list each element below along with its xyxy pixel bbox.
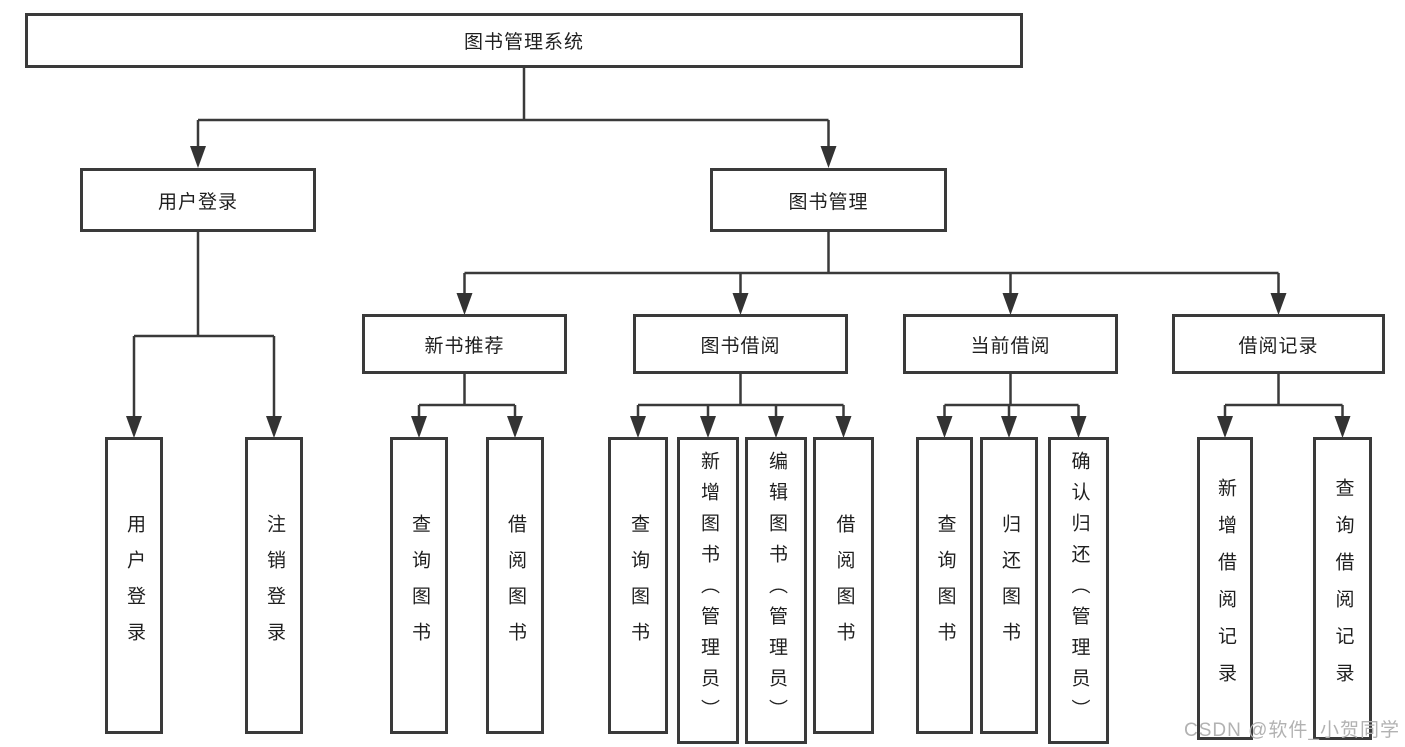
arrowhead <box>126 416 142 438</box>
arrowhead <box>1070 416 1087 438</box>
leaf-borrowing-edit-books-admin-label: 编辑图书（管理员） <box>765 451 787 730</box>
leaf-logout: 注销登录 <box>245 437 303 734</box>
arrowhead <box>820 146 837 168</box>
leaf-borrowing-add-books-admin: 新增图书（管理员） <box>677 437 739 744</box>
node-user-login: 用户登录 <box>80 168 316 232</box>
leaf-borrowing-query-books: 查询图书 <box>608 437 668 734</box>
csdn-watermark: CSDN @软件_小贺同学 <box>1184 720 1400 741</box>
leaf-records-add-borrow-record-label: 新增借阅记录 <box>1214 477 1236 700</box>
node-borrowing-records-label: 借阅记录 <box>1238 335 1319 357</box>
leaf-borrowing-borrow-books-label: 借阅图书 <box>833 513 855 658</box>
node-user-login-label: 用户登录 <box>157 191 238 213</box>
leaf-newbooks-query-books-label: 查询图书 <box>408 513 430 658</box>
node-borrowing-records: 借阅记录 <box>1172 314 1385 374</box>
node-new-book-recommendation: 新书推荐 <box>362 314 567 374</box>
node-current-borrowing: 当前借阅 <box>903 314 1118 374</box>
leaf-records-add-borrow-record: 新增借阅记录 <box>1197 437 1253 740</box>
leaf-newbooks-query-books: 查询图书 <box>390 437 448 734</box>
arrowhead <box>1270 293 1287 315</box>
leaf-current-return-books: 归还图书 <box>980 437 1038 734</box>
arrowhead <box>630 416 646 438</box>
arrowhead <box>190 146 206 168</box>
leaf-borrowing-query-books-label: 查询图书 <box>627 513 649 658</box>
leaf-current-return-books-label: 归还图书 <box>998 513 1020 658</box>
leaf-user-login-label: 用户登录 <box>123 513 145 658</box>
node-book-management: 图书管理 <box>710 168 947 232</box>
leaf-borrowing-add-books-admin-label: 新增图书（管理员） <box>697 451 719 730</box>
node-current-borrowing-label: 当前借阅 <box>970 335 1051 357</box>
node-book-borrowing: 图书借阅 <box>633 314 848 374</box>
arrowhead <box>456 293 473 315</box>
node-book-management-label: 图书管理 <box>788 191 869 213</box>
leaf-current-confirm-return-admin: 确认归还（管理员） <box>1048 437 1109 744</box>
leaf-current-confirm-return-admin-label: 确认归还（管理员） <box>1068 451 1090 730</box>
arrowhead <box>1334 416 1351 438</box>
node-book-borrowing-label: 图书借阅 <box>700 335 781 357</box>
arrowhead <box>768 416 784 438</box>
arrowhead <box>936 416 953 438</box>
arrowhead <box>1001 416 1017 438</box>
arrowhead <box>732 293 749 315</box>
leaf-records-query-borrow-record: 查询借阅记录 <box>1313 437 1372 740</box>
arrowhead <box>700 416 716 438</box>
arrowhead <box>266 416 282 438</box>
leaf-current-query-books-label: 查询图书 <box>934 513 956 658</box>
arrowhead <box>411 416 427 438</box>
arrowheads <box>126 146 1351 438</box>
leaf-borrowing-borrow-books: 借阅图书 <box>813 437 874 734</box>
leaf-newbooks-borrow-books-label: 借阅图书 <box>504 513 526 658</box>
leaf-borrowing-edit-books-admin: 编辑图书（管理员） <box>745 437 807 744</box>
arrowhead <box>507 416 523 438</box>
arrowhead <box>1217 416 1233 438</box>
arrowhead <box>1002 293 1019 315</box>
leaf-records-query-borrow-record-label: 查询借阅记录 <box>1332 477 1354 700</box>
connector-path <box>132 68 1344 418</box>
arrowhead <box>835 416 852 438</box>
node-book-management-system: 图书管理系统 <box>25 13 1023 68</box>
leaf-user-login: 用户登录 <box>105 437 163 734</box>
leaf-logout-label: 注销登录 <box>263 513 285 658</box>
node-new-book-recommendation-label: 新书推荐 <box>424 335 505 357</box>
leaf-newbooks-borrow-books: 借阅图书 <box>486 437 544 734</box>
node-book-management-system-label: 图书管理系统 <box>463 32 584 53</box>
leaf-current-query-books: 查询图书 <box>916 437 973 734</box>
